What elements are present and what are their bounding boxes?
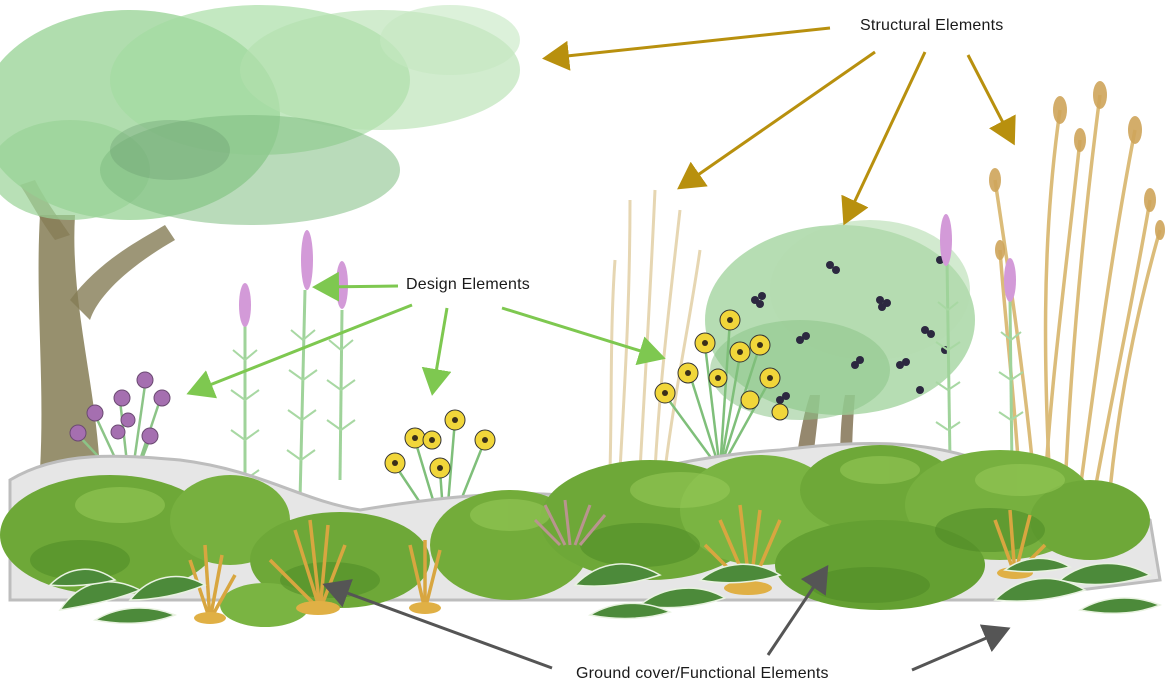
design-elements-label: Design Elements: [406, 276, 530, 294]
arrow-to-yellow-flowers-left: [433, 308, 447, 390]
structural-elements-label: Structural Elements: [860, 17, 1003, 35]
arrow-to-pink-spike: [318, 286, 398, 287]
arrow-to-hosta: [912, 630, 1005, 670]
arrow-to-reed-grass: [682, 52, 875, 186]
feather-reed-grass-tall: [995, 95, 1160, 490]
arrow-to-tall-grass: [968, 55, 1012, 140]
ground-cover-label: Ground cover/Functional Elements: [576, 665, 829, 683]
arrow-to-yellow-flowers-right: [502, 308, 660, 357]
structural-arrows: [548, 28, 1012, 220]
design-arrows: [192, 286, 660, 392]
arrow-to-tree: [548, 28, 830, 58]
feather-reed-grass: [610, 190, 700, 470]
shade-tree: [0, 5, 520, 470]
arrow-to-berry-shrub: [846, 52, 925, 220]
